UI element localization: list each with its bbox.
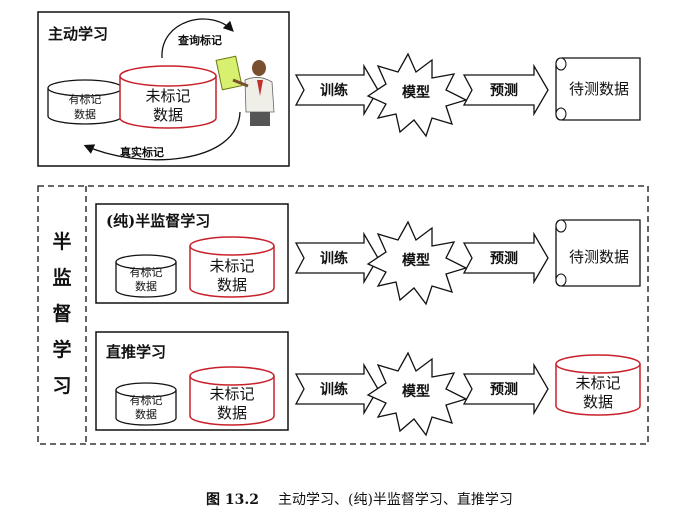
unlabeled-data-db: 未标记 数据 — [189, 236, 275, 298]
svg-text:待测数据: 待测数据 — [569, 248, 629, 266]
pure-semi-title: (纯)半监督学习 — [106, 212, 210, 230]
true-label-arrow — [83, 111, 241, 161]
query-label: 查询标记 — [178, 33, 222, 47]
labeled-data-db: 有标记 数据 — [115, 382, 177, 426]
train-arrow — [294, 231, 379, 285]
caption-text: 主动学习、(纯)半监督学习、直推学习 — [278, 491, 513, 508]
model-label: 模型 — [402, 252, 430, 269]
svg-text:习: 习 — [52, 375, 71, 397]
expert-person-icon — [215, 55, 275, 126]
predict-label: 预测 — [490, 82, 518, 99]
svg-text:待测数据: 待测数据 — [569, 80, 629, 98]
svg-text:未标记: 未标记 — [575, 374, 620, 392]
labeled-data-db: 有标记 数据 — [115, 254, 177, 298]
svg-text:督: 督 — [52, 302, 71, 325]
caption-number: 图 13.2 — [206, 492, 259, 508]
svg-text:未标记: 未标记 — [209, 257, 254, 275]
svg-text:有标记: 有标记 — [69, 92, 102, 106]
svg-text:有标记: 有标记 — [130, 265, 163, 279]
train-label: 训练 — [320, 381, 348, 398]
query-arrow — [161, 18, 234, 59]
transductive-flow: 训练 模型 预测 未标记 数据 — [294, 351, 641, 437]
svg-text:数据: 数据 — [74, 107, 96, 121]
svg-text:未标记: 未标记 — [145, 87, 190, 105]
svg-text:学: 学 — [52, 338, 71, 361]
semi-supervised-vertical-label: 半 监 督 学 习 — [52, 230, 71, 397]
true-label-label: 真实标记 — [120, 145, 164, 159]
model-label: 模型 — [402, 383, 430, 400]
pure-semi-supervised-panel: (纯)半监督学习 有标记 数据 未标记 数据 — [95, 203, 289, 304]
svg-text:数据: 数据 — [135, 407, 157, 421]
semi-supervised-outer-box — [37, 185, 649, 445]
predict-label: 预测 — [490, 250, 518, 267]
pure-semi-flow: 训练 模型 预测 待测数据 — [294, 219, 641, 306]
labeled-data-db: 有标记 数据 — [47, 79, 123, 125]
svg-text:数据: 数据 — [153, 106, 183, 124]
unlabeled-data-db: 未标记 数据 — [189, 366, 275, 426]
figure-caption: 图 13.2 主动学习、(纯)半监督学习、直推学习 — [206, 491, 513, 508]
svg-text:数据: 数据 — [217, 404, 247, 422]
transductive-panel: 直推学习 有标记 数据 未标记 数据 — [95, 331, 289, 431]
train-arrow — [294, 63, 379, 117]
svg-text:数据: 数据 — [135, 279, 157, 293]
predict-arrow — [462, 63, 549, 117]
predict-arrow — [462, 362, 549, 416]
svg-text:监: 监 — [52, 266, 71, 289]
svg-text:数据: 数据 — [217, 276, 247, 294]
target-unlabeled-db: 未标记 数据 — [555, 354, 641, 416]
train-arrow — [294, 362, 379, 416]
unlabeled-data-db: 未标记 数据 — [119, 65, 217, 129]
svg-text:半: 半 — [52, 230, 71, 253]
train-label: 训练 — [320, 250, 348, 267]
active-learning-title: 主动学习 — [48, 25, 108, 43]
svg-text:未标记: 未标记 — [209, 385, 254, 403]
transductive-title: 直推学习 — [106, 343, 166, 361]
svg-text:有标记: 有标记 — [130, 393, 163, 407]
target-data-scroll: 待测数据 — [555, 219, 641, 287]
target-data-scroll: 待测数据 — [555, 57, 641, 121]
train-label: 训练 — [320, 82, 348, 99]
predict-arrow — [462, 231, 549, 285]
model-label: 模型 — [402, 84, 430, 101]
svg-text:数据: 数据 — [583, 393, 613, 411]
predict-label: 预测 — [490, 381, 518, 398]
active-learning-panel: 主动学习 查询标记 真实标记 有标记 数据 未标记 数据 — [37, 11, 290, 167]
active-flow: 训练 模型 预测 待测数据 — [294, 52, 641, 138]
